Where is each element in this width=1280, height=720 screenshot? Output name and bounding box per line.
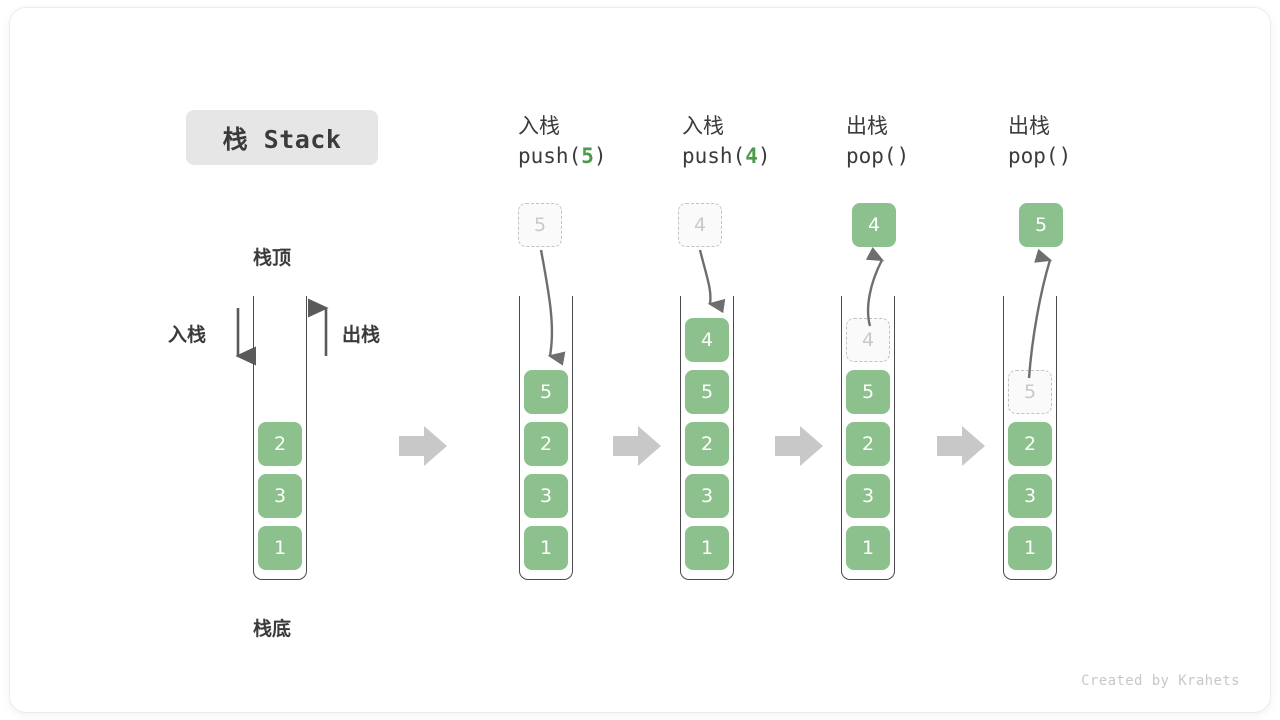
stack-cell: 2 bbox=[685, 422, 729, 466]
step-arrow-4 bbox=[937, 426, 985, 466]
stack-cell: 3 bbox=[685, 474, 729, 518]
stack-cell: 2 bbox=[258, 422, 302, 466]
code-pre: push( bbox=[682, 143, 746, 168]
step-arrow-2 bbox=[613, 426, 661, 466]
code-pre: pop( bbox=[1008, 143, 1059, 168]
stack-cell: 3 bbox=[258, 474, 302, 518]
floating-cell-push-4: 4 bbox=[678, 203, 722, 247]
stack-cell: 5 bbox=[524, 370, 568, 414]
code-arg: 4 bbox=[745, 143, 758, 168]
stack-cell: 5 bbox=[846, 370, 890, 414]
diagram-canvas: 栈 Stack 入栈 push(5) 入栈 push(4) 出栈 pop() 出… bbox=[10, 8, 1270, 712]
push-side-label: 入栈 bbox=[168, 324, 207, 346]
stack-container-initial bbox=[253, 296, 307, 580]
code-pre: push( bbox=[518, 143, 582, 168]
stack-cell-ghost: 5 bbox=[1008, 370, 1052, 414]
stack-cell: 2 bbox=[1008, 422, 1052, 466]
stack-cell: 3 bbox=[1008, 474, 1052, 518]
step-arrow-3 bbox=[775, 426, 823, 466]
floating-cell-pop-5: 5 bbox=[1019, 203, 1063, 247]
stack-cell: 1 bbox=[258, 526, 302, 570]
stack-cell: 2 bbox=[524, 422, 568, 466]
floating-cell-push-5: 5 bbox=[518, 203, 562, 247]
step-header-pop-5: 出栈 pop() bbox=[1008, 112, 1071, 172]
code-post: ) bbox=[593, 143, 607, 168]
stack-container-push-4 bbox=[680, 296, 734, 580]
stack-cell: 3 bbox=[846, 474, 890, 518]
credit-text: Created by Krahets bbox=[1081, 673, 1240, 689]
diagram-title-badge: 栈 Stack bbox=[186, 110, 378, 165]
stack-cell: 2 bbox=[846, 422, 890, 466]
stack-top-label: 栈顶 bbox=[253, 247, 292, 269]
stack-cell: 1 bbox=[524, 526, 568, 570]
step-header-code-push-5: push(5) bbox=[518, 142, 607, 172]
step-arrow-1 bbox=[399, 426, 447, 466]
step-header-cn-push-4: 入栈 bbox=[682, 114, 724, 138]
step-header-pop-4: 出栈 pop() bbox=[846, 112, 909, 172]
stack-container-pop-4 bbox=[841, 296, 895, 580]
stack-cell: 4 bbox=[685, 318, 729, 362]
code-arg: 5 bbox=[581, 143, 594, 168]
stack-cell: 3 bbox=[524, 474, 568, 518]
step-header-code-pop-4: pop() bbox=[846, 142, 909, 172]
step-header-code-push-4: push(4) bbox=[682, 142, 771, 172]
code-post: ) bbox=[757, 143, 771, 168]
pop-side-label: 出栈 bbox=[342, 324, 381, 346]
stack-cell-ghost: 4 bbox=[846, 318, 890, 362]
stack-cell: 1 bbox=[685, 526, 729, 570]
code-post: ) bbox=[1058, 143, 1072, 168]
stack-container-pop-5 bbox=[1003, 296, 1057, 580]
stack-cell: 1 bbox=[846, 526, 890, 570]
step-header-cn-pop-4: 出栈 bbox=[846, 114, 888, 138]
stack-cell: 5 bbox=[685, 370, 729, 414]
stack-cell: 1 bbox=[1008, 526, 1052, 570]
step-header-push-4: 入栈 push(4) bbox=[682, 112, 771, 172]
step-header-code-pop-5: pop() bbox=[1008, 142, 1071, 172]
step-header-cn-pop-5: 出栈 bbox=[1008, 114, 1050, 138]
code-post: ) bbox=[896, 143, 910, 168]
stack-container-push-5 bbox=[519, 296, 573, 580]
code-pre: pop( bbox=[846, 143, 897, 168]
floating-cell-pop-4: 4 bbox=[852, 203, 896, 247]
step-header-push-5: 入栈 push(5) bbox=[518, 112, 607, 172]
step-header-cn-push-5: 入栈 bbox=[518, 114, 560, 138]
stack-bottom-label: 栈底 bbox=[253, 618, 292, 640]
